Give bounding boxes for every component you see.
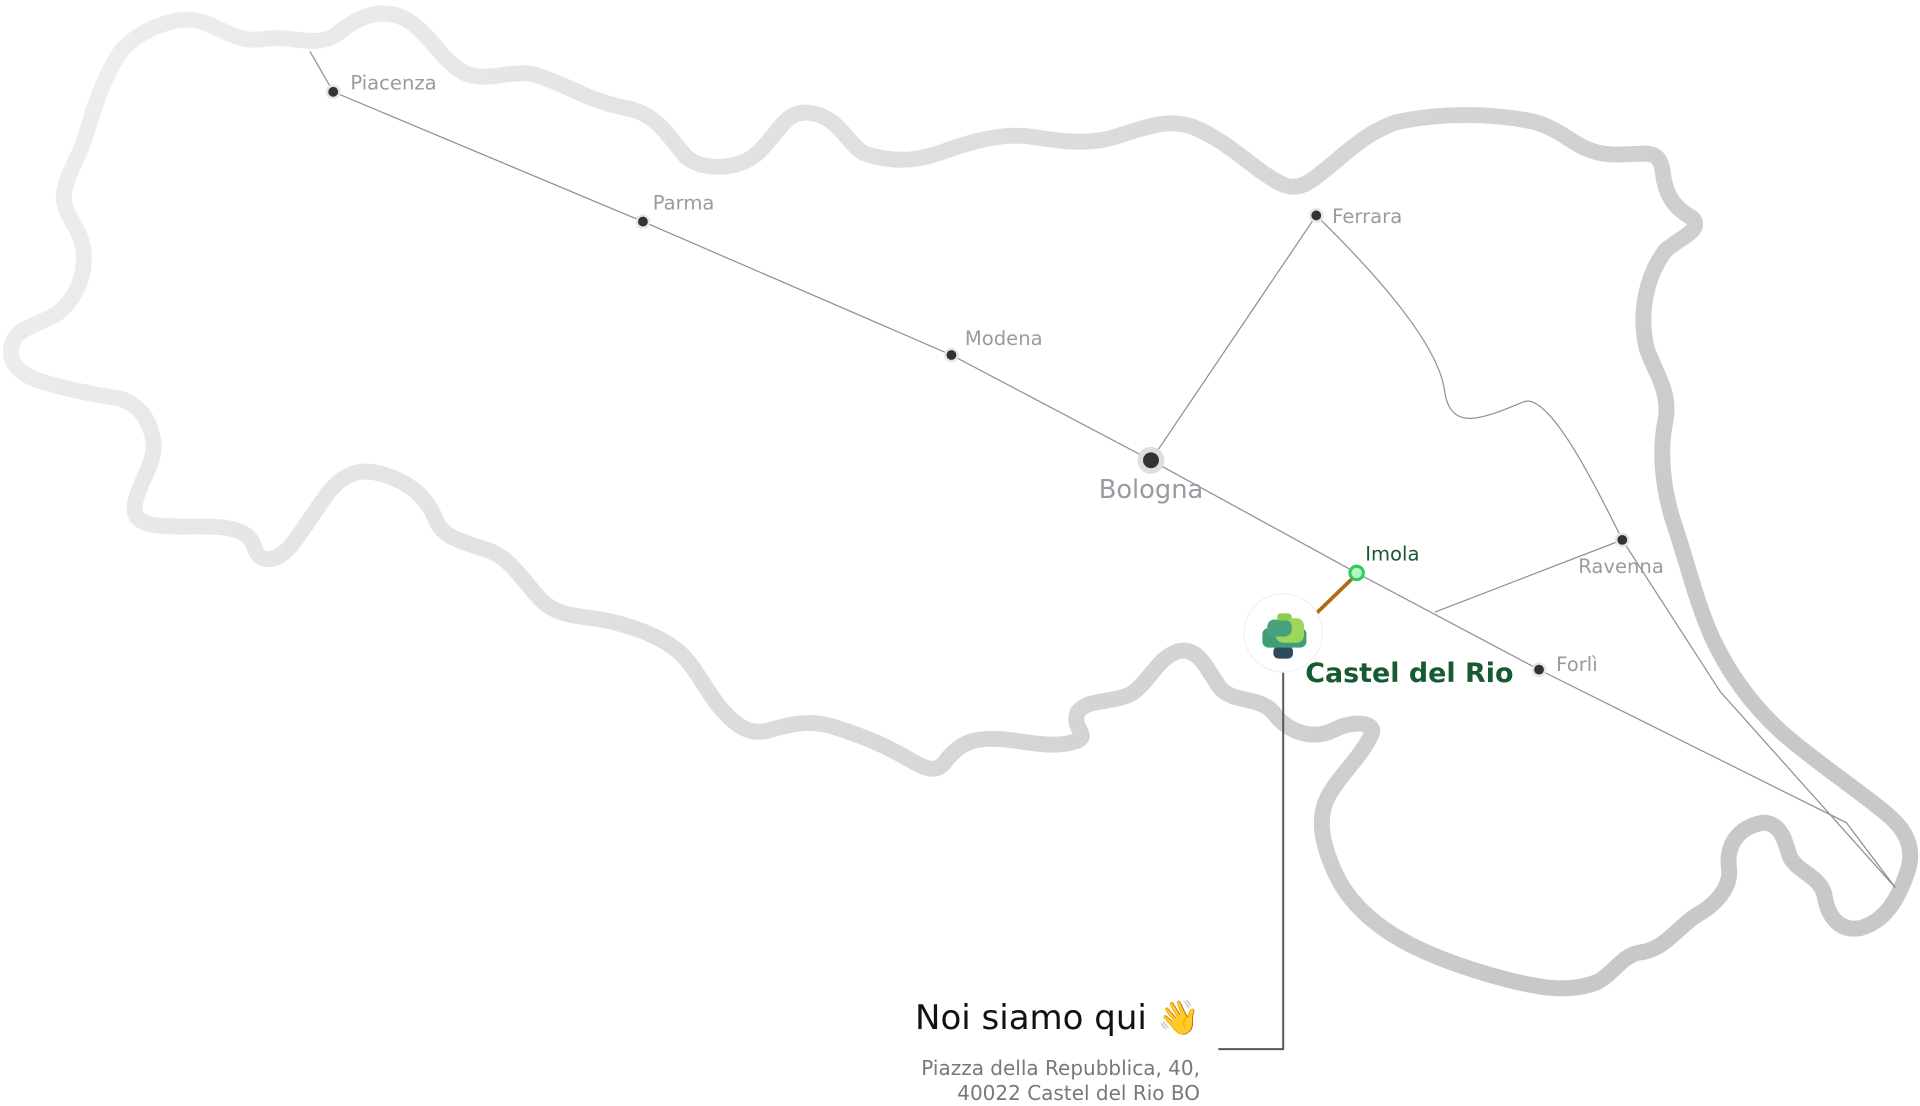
- city-marker-bologna[interactable]: Bologna: [1099, 446, 1204, 505]
- note-title: Noi siamo qui 👋: [915, 998, 1200, 1038]
- address-line-2: 40022 Castel del Rio BO: [957, 1081, 1200, 1105]
- city-label: Imola: [1365, 543, 1419, 566]
- city-marker-parma[interactable]: Parma: [635, 191, 715, 229]
- city-label: Forlì: [1556, 653, 1597, 676]
- city-marker-ferrara[interactable]: Ferrara: [1308, 205, 1402, 228]
- city-label: Piacenza: [350, 71, 436, 94]
- city-label: Modena: [965, 327, 1043, 350]
- note-title-text: Noi siamo qui: [915, 998, 1147, 1038]
- city-label: Ravenna: [1578, 555, 1664, 578]
- route-bologna-ferrara: [1150, 215, 1317, 461]
- route-ravenna-link: [1434, 539, 1623, 613]
- city-label: Ferrara: [1332, 205, 1402, 228]
- waving-hand-icon: 👋: [1157, 998, 1200, 1038]
- city-marker-piacenza[interactable]: Piacenza: [325, 71, 437, 100]
- address: Piazza della Repubblica, 40, 40022 Caste…: [921, 1056, 1200, 1106]
- castel-del-rio-marker[interactable]: Castel del Rio: [1243, 593, 1513, 689]
- region-outline: [3, 5, 1919, 997]
- city-label: Bologna: [1099, 475, 1204, 505]
- location-label: Castel del Rio: [1305, 658, 1513, 689]
- address-line-1: Piazza della Repubblica, 40,: [921, 1056, 1200, 1080]
- city-marker-modena[interactable]: Modena: [944, 327, 1043, 363]
- tree-icon: [1262, 613, 1307, 659]
- route-ferrara-ravenna: [1315, 215, 1896, 888]
- city-marker-imola[interactable]: Imola: [1348, 543, 1420, 582]
- city-marker-ravenna[interactable]: Ravenna: [1578, 532, 1664, 578]
- city-marker-forli[interactable]: Forlì: [1531, 653, 1598, 677]
- city-label: Parma: [653, 191, 715, 214]
- castel-link-line: [1311, 577, 1354, 619]
- pointer-leader-line: [1218, 670, 1285, 1051]
